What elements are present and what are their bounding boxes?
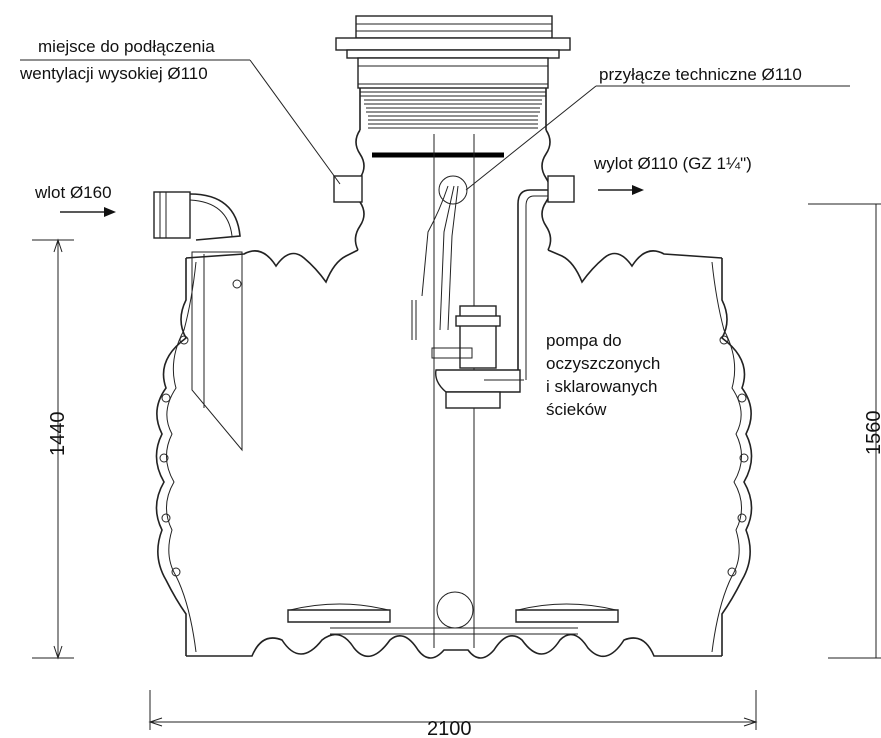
vent-label-line1: miejsce do podłączenia <box>38 37 215 56</box>
tank-body <box>155 249 753 659</box>
pump-label-line4: ścieków <box>546 400 607 419</box>
dimension-height-left <box>32 238 74 660</box>
inlet-pipe <box>153 191 243 452</box>
dimension-height-right <box>808 203 881 659</box>
pump-label-line1: pompa do <box>546 331 622 350</box>
height-left-value: 1440 <box>47 412 69 457</box>
vent-label-line2: wentylacji wysokiej Ø110 <box>19 64 208 83</box>
pump <box>431 305 524 409</box>
pump-label-line2: oczyszczonych <box>546 354 660 373</box>
inlet-label: wlot Ø160 <box>34 183 112 202</box>
access-riser <box>335 15 571 251</box>
dimension-width <box>148 690 758 730</box>
inlet-arrow <box>60 207 116 217</box>
outlet-pipe <box>517 175 575 380</box>
support-pads <box>287 603 619 623</box>
width-value: 2100 <box>427 718 472 738</box>
outlet-arrow <box>598 185 644 195</box>
vent-connection <box>333 175 363 203</box>
height-right-value: 1560 <box>863 411 881 456</box>
leader-lines <box>20 59 850 191</box>
pump-label-line3: i sklarowanych <box>546 377 658 396</box>
outlet-label: wylot Ø110 (GZ 1¼") <box>593 154 752 173</box>
tech-connection-label: przyłącze techniczne Ø110 <box>599 65 802 84</box>
